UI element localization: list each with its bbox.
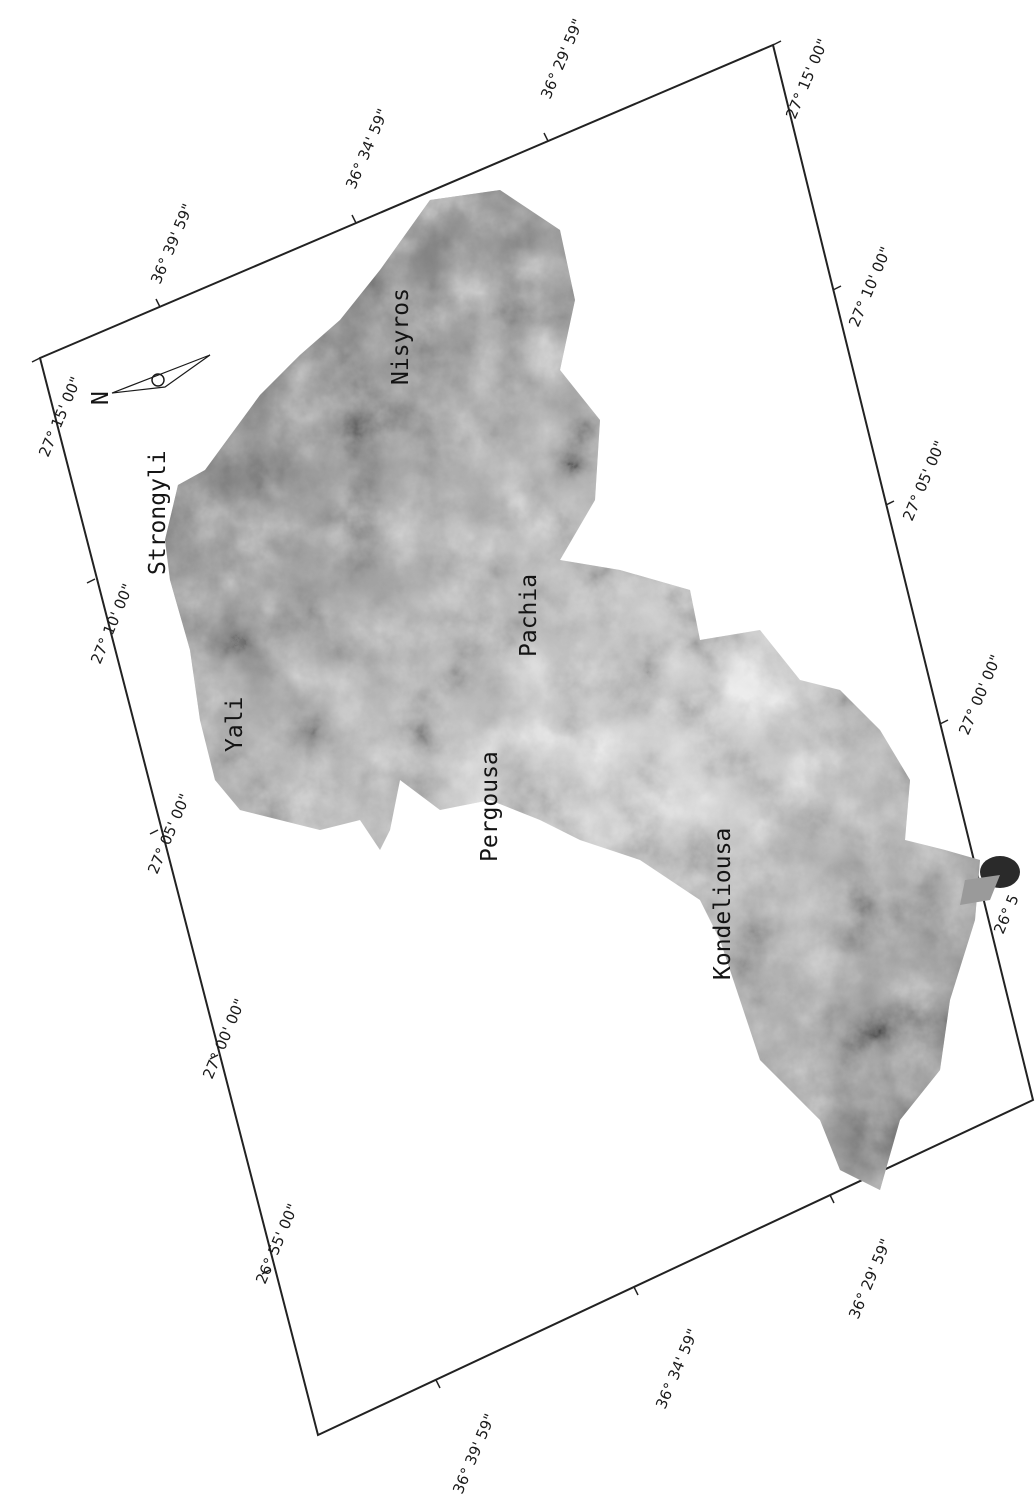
coord-label: 27° 10' 00"	[845, 244, 895, 330]
north-arrow: N	[88, 354, 211, 405]
coord-label: 36° 29' 59"	[845, 1236, 895, 1322]
north-label: N	[88, 391, 114, 405]
coord-label: 27° 10' 00"	[87, 581, 137, 667]
coord-label: 36° 39' 59"	[449, 1411, 499, 1497]
coord-label: 27° 15' 00"	[35, 374, 85, 460]
coord-label: 36° 34' 59"	[652, 1326, 702, 1412]
bathymetry-relief	[165, 190, 1020, 1190]
place-label: Kondeliousa	[710, 828, 736, 980]
coord-label: 36° 39' 59"	[147, 201, 197, 287]
coords-bottom-edge: 36° 39' 59" 36° 34' 59" 36° 29' 59"	[435, 1194, 895, 1497]
coord-label: 27° 05' 00"	[899, 438, 949, 524]
place-labels: Nisyros Strongyli Yali Pachia Pergousa K…	[145, 288, 736, 980]
place-label: Strongyli	[145, 450, 171, 575]
coord-label: 27° 00' 00"	[955, 652, 1005, 738]
place-label: Yali	[222, 697, 248, 752]
place-label: Pachia	[516, 574, 542, 657]
coord-label: 36° 29' 59"	[537, 16, 587, 102]
coord-label: 26° 5	[990, 892, 1023, 937]
place-label: Pergousa	[477, 751, 503, 862]
coord-label: 27° 15' 00"	[782, 36, 832, 122]
place-label: Nisyros	[388, 288, 414, 385]
coord-label: 36° 34' 59"	[342, 106, 392, 192]
map-frame	[38, 43, 1035, 1437]
